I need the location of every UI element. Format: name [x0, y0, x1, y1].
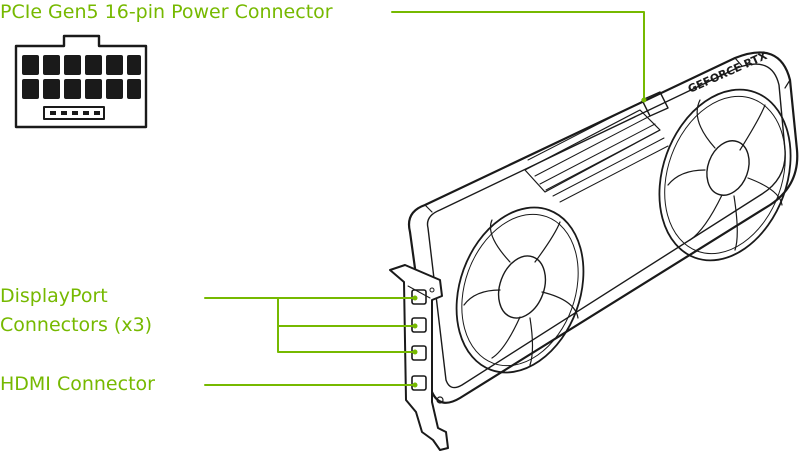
- power-callout-line: [391, 11, 645, 99]
- displayport-label-line1: DisplayPort: [0, 285, 108, 307]
- hdmi-label-text: HDMI Connector: [0, 373, 155, 395]
- io-bracket: [389, 264, 449, 451]
- 16-pin-connector-icon: [14, 34, 148, 129]
- displayport-label: DisplayPort Connectors (x3): [0, 282, 152, 340]
- hdmi-label: HDMI Connector: [0, 370, 155, 399]
- power-connector-label: PCIe Gen5 16-pin Power Connector: [0, 0, 333, 27]
- callout-dots: [412, 97, 647, 388]
- graphics-card: [407, 51, 799, 404]
- callout-lines: [204, 11, 645, 386]
- dp-callout-line: [204, 297, 416, 353]
- displayport-label-line2: Connectors (x3): [0, 314, 153, 336]
- power-connector-label-text: PCIe Gen5 16-pin Power Connector: [0, 1, 333, 23]
